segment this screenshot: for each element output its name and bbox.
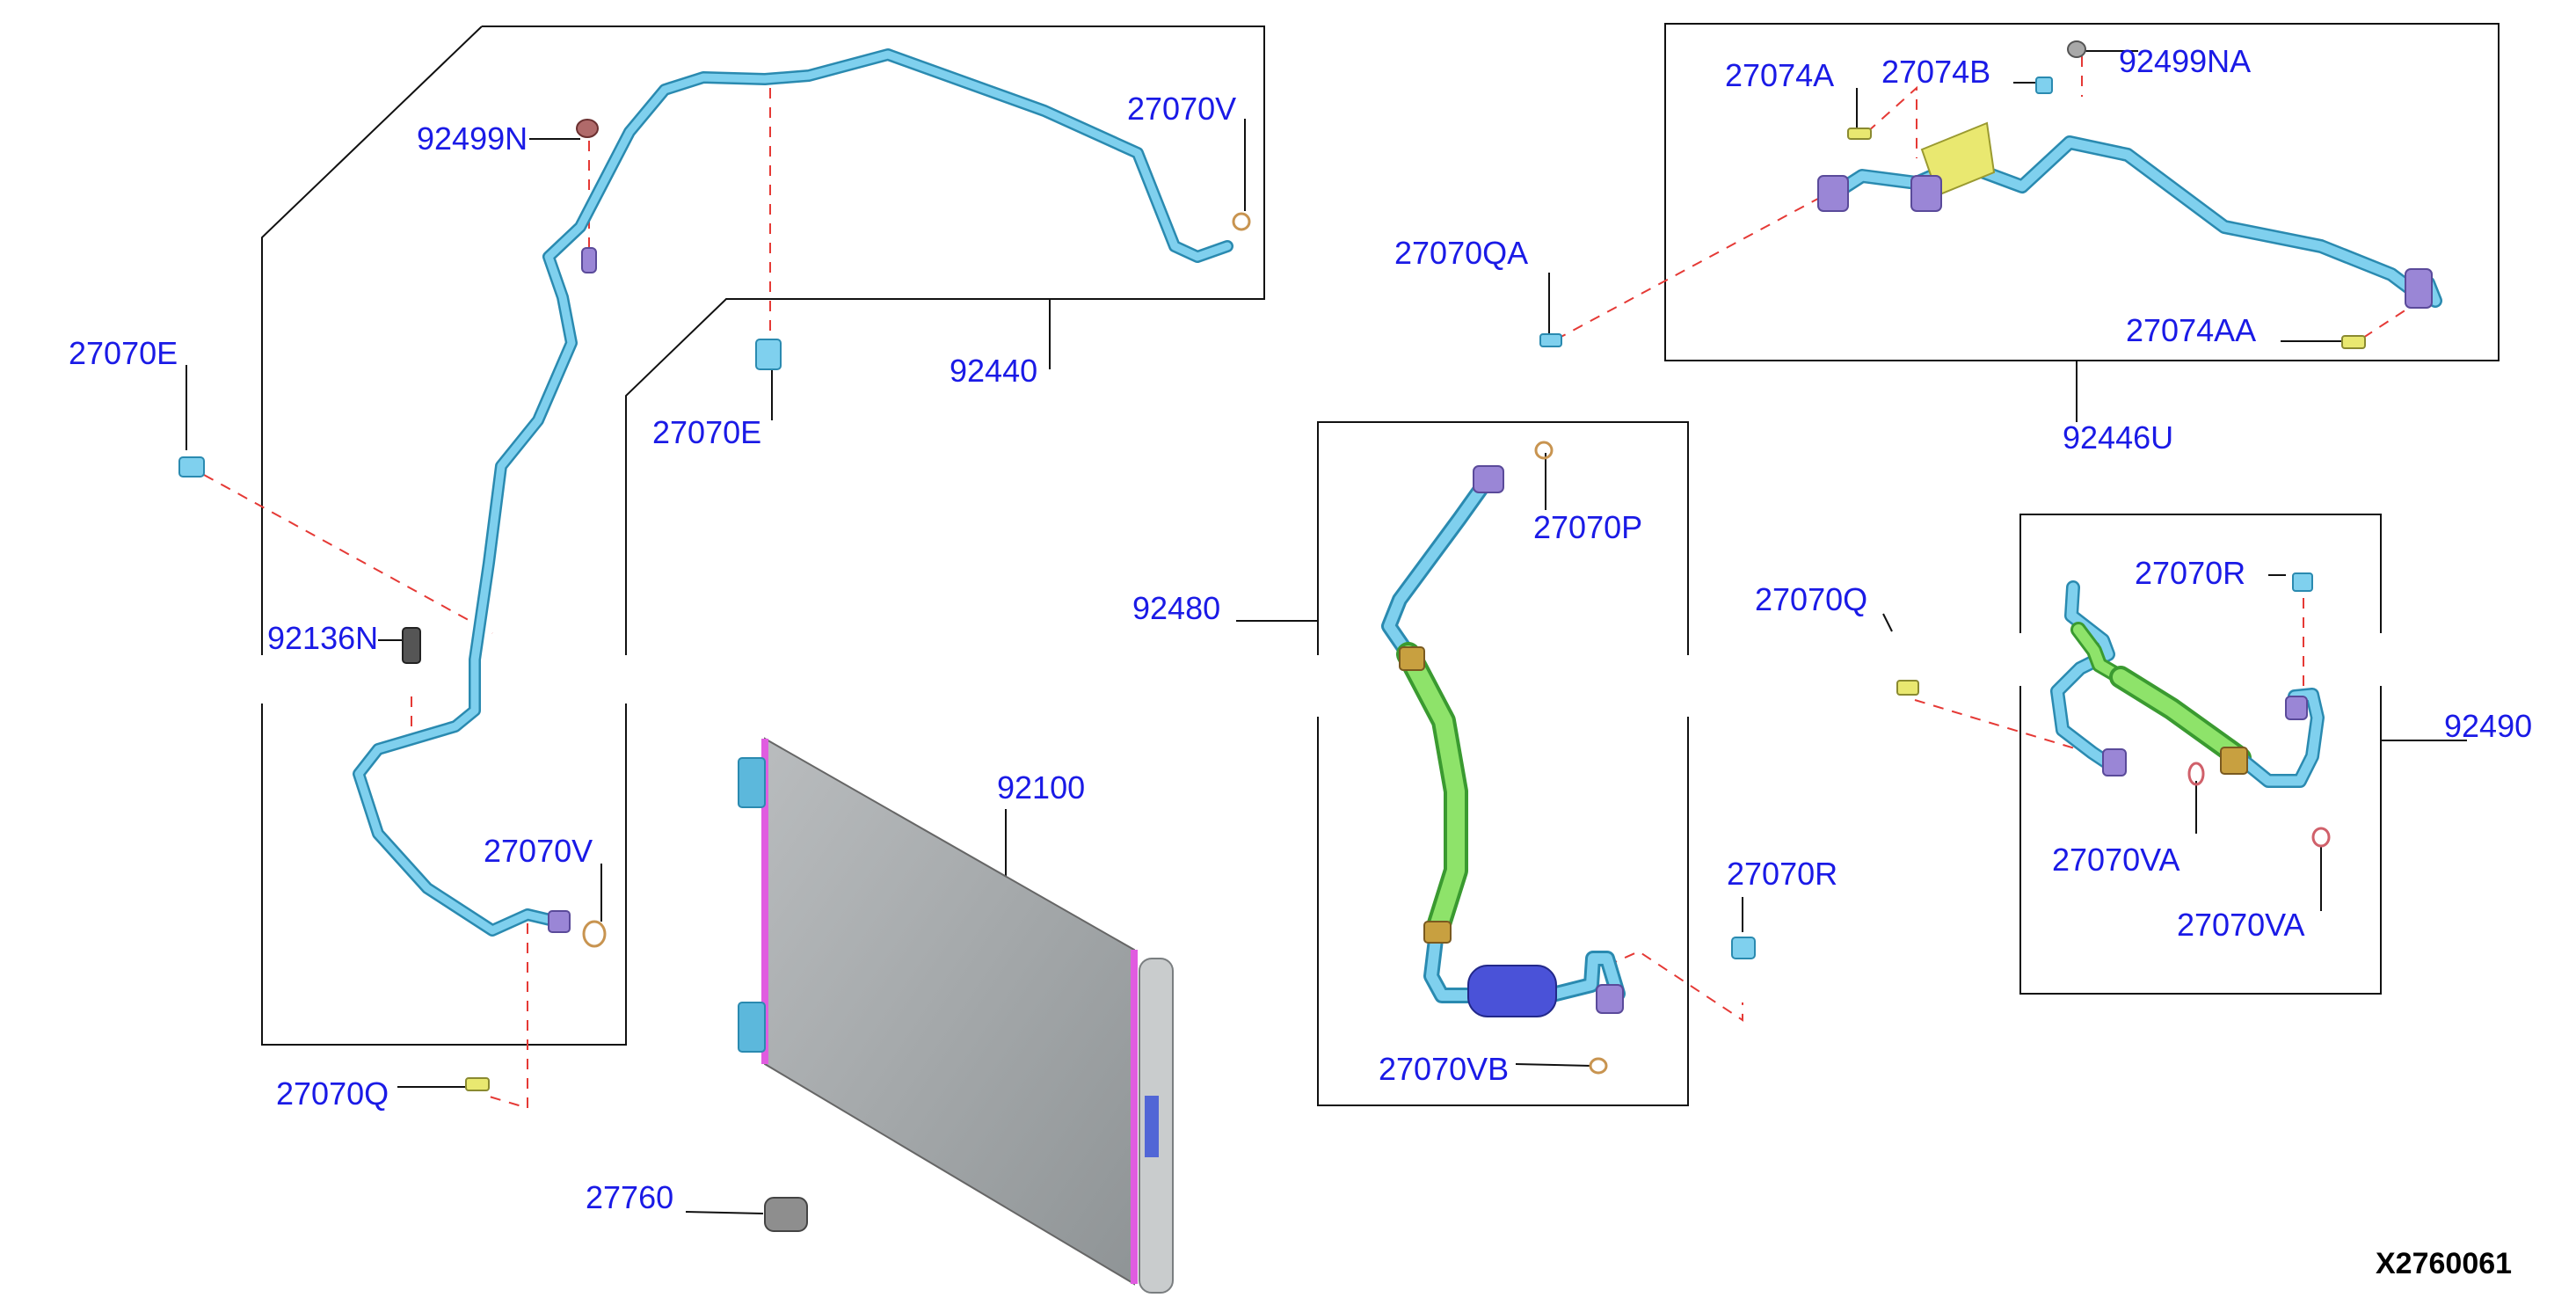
bolt-27070QA[interactable] <box>1539 333 1562 347</box>
label-92499N[interactable]: 92499N <box>417 120 528 157</box>
leader-27070Q-mid <box>1882 613 1893 632</box>
fitting-92440-lower <box>548 910 571 933</box>
label-27070E-mid[interactable]: 27070E <box>652 414 762 450</box>
cap-92499NA[interactable] <box>2067 40 2086 58</box>
label-92100[interactable]: 92100 <box>997 769 1086 806</box>
dash-27070Q-mid <box>1914 699 2107 759</box>
fitting-92446U-left <box>1817 175 1849 212</box>
condenser-92100[interactable] <box>738 737 1174 1294</box>
label-92490[interactable]: 92490 <box>2444 708 2533 744</box>
oring-27070VB[interactable] <box>1589 1057 1608 1075</box>
fitting-92446U-mid <box>1910 175 1942 212</box>
sensor-92136N[interactable] <box>402 627 421 664</box>
label-27070V-low[interactable]: 27070V <box>484 833 593 869</box>
collar-92480-top <box>1399 646 1425 671</box>
dash-27074AA <box>2362 307 2410 339</box>
bolt-27074A[interactable] <box>1847 128 1872 140</box>
collar-92480-low <box>1423 921 1452 944</box>
leader-27760 <box>685 1211 764 1214</box>
label-27074B[interactable]: 27074B <box>1881 54 1991 90</box>
label-92480[interactable]: 92480 <box>1132 590 1221 626</box>
label-27070R-mid[interactable]: 27070R <box>1727 856 1838 892</box>
fitting-92490-right <box>2285 696 2308 720</box>
frame-group-92446U <box>1664 23 2500 361</box>
label-92440[interactable]: 92440 <box>950 353 1038 389</box>
label-27070VA-2[interactable]: 27070VA <box>2177 907 2305 943</box>
label-92446U[interactable]: 92446U <box>2063 419 2174 456</box>
frame-group-92480 <box>1317 421 1689 1106</box>
label-27070E-left[interactable]: 27070E <box>69 335 178 371</box>
fitting-92480-bottom <box>1596 984 1624 1014</box>
dash-27070R-mid <box>1606 950 1743 1022</box>
label-27070Q-low[interactable]: 27070Q <box>276 1075 389 1112</box>
dash-27070QA <box>1555 187 1838 340</box>
fitting-92440-upper <box>581 247 597 273</box>
clip-27070E-mid[interactable] <box>755 339 782 370</box>
dash-27070Q-low <box>483 923 528 1110</box>
cap-92499N[interactable] <box>576 119 599 138</box>
bolt-27074AA[interactable] <box>2341 335 2366 349</box>
oring-27070V-low[interactable] <box>582 920 607 948</box>
label-27070V-top[interactable]: 27070V <box>1127 91 1237 127</box>
label-27070VB[interactable]: 27070VB <box>1379 1051 1510 1087</box>
pipe-92440[interactable] <box>353 48 1233 937</box>
label-27760[interactable]: 27760 <box>586 1179 674 1215</box>
clip-27070E-left[interactable] <box>178 456 205 478</box>
label-92499NA[interactable]: 92499NA <box>2119 43 2252 79</box>
bolt-27070Q-low[interactable] <box>465 1077 490 1091</box>
label-27074A[interactable]: 27074A <box>1725 57 1835 93</box>
label-27070VA-1[interactable]: 27070VA <box>2052 842 2180 878</box>
diagram-id: X2760061 <box>2376 1247 2513 1280</box>
label-27074AA[interactable]: 27074AA <box>2126 312 2257 348</box>
frame-group-92490 <box>2019 514 2382 995</box>
dash-27074A <box>1867 85 1917 158</box>
bolt-27070R-right[interactable] <box>2292 572 2313 592</box>
muffler-92480 <box>1467 965 1557 1017</box>
nut-27074B[interactable] <box>2035 77 2053 94</box>
pipe-92490[interactable] <box>2050 580 2325 788</box>
oring-27070VA-1[interactable] <box>2187 762 2205 786</box>
nut-27070R-mid[interactable] <box>1731 937 1756 959</box>
label-92136N[interactable]: 92136N <box>267 620 379 656</box>
dash-27070E-left <box>203 474 493 634</box>
fitting-92446U-right <box>2405 268 2433 309</box>
oring-27070V-top[interactable] <box>1232 212 1251 231</box>
label-27070P[interactable]: 27070P <box>1533 509 1643 545</box>
oring-27070P[interactable] <box>1534 441 1554 460</box>
fitting-92490-left <box>2102 748 2127 776</box>
label-27070R-right[interactable]: 27070R <box>2135 555 2246 591</box>
label-27070Q-mid[interactable]: 27070Q <box>1755 581 1868 617</box>
leader-27070VB <box>1515 1063 1592 1067</box>
bolt-27070Q-mid[interactable] <box>1896 680 1919 696</box>
collar-92490 <box>2220 747 2248 775</box>
label-27070QA[interactable]: 27070QA <box>1394 235 1529 271</box>
drier-27760[interactable] <box>764 1197 808 1232</box>
oring-27070VA-2[interactable] <box>2311 827 2331 848</box>
fitting-92480-top <box>1473 465 1504 493</box>
hose-92480[interactable] <box>1381 474 1626 1003</box>
